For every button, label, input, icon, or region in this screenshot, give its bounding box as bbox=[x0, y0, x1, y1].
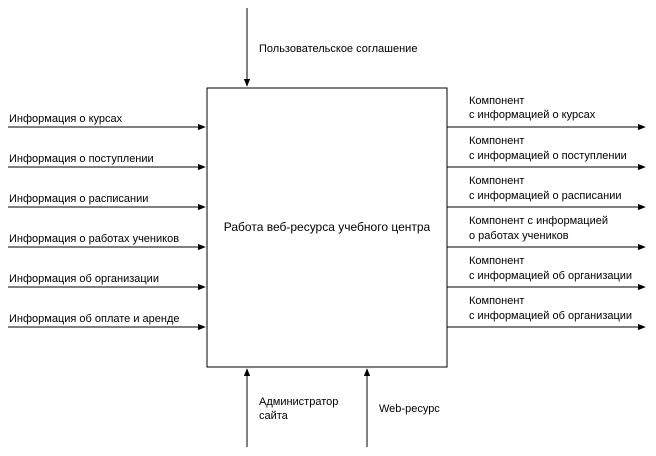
input-label-admission: Информация о поступлении bbox=[9, 153, 154, 165]
output-label-organization-2-line2: с информацией об организации bbox=[469, 310, 632, 322]
mechanism-label-admin-line1: Администратор bbox=[259, 396, 338, 408]
output-label-organization-line2: с информацией об организации bbox=[469, 270, 632, 282]
output-label-schedule-line1: Компонент bbox=[469, 175, 524, 187]
mechanism-label-admin-line2: сайта bbox=[259, 410, 289, 422]
function-box bbox=[206, 87, 448, 368]
output-label-schedule-line2: с информацией о расписании bbox=[469, 190, 622, 202]
mechanism-label-resource: Web-ресурс bbox=[379, 403, 440, 415]
output-arrows: Компонент с информацией о курсах Компоне… bbox=[447, 95, 646, 331]
output-label-student-works-line2: о работах учеников bbox=[469, 230, 569, 242]
input-label-schedule: Информация о расписании bbox=[9, 193, 148, 205]
mechanism-arrows: Администратор сайта Web-ресурс bbox=[243, 368, 440, 447]
input-arrows: Информация о курсах Информация о поступл… bbox=[8, 113, 206, 331]
output-label-organization-line1: Компонент bbox=[469, 255, 524, 267]
output-label-courses-line1: Компонент bbox=[469, 95, 524, 107]
output-label-student-works-line1: Компонент с информацией bbox=[469, 215, 608, 227]
output-label-courses-line2: с информацией о курсах bbox=[469, 109, 596, 121]
output-label-admission-line2: с информацией о поступлении bbox=[469, 150, 627, 162]
input-label-courses: Информация о курсах bbox=[9, 113, 123, 125]
control-label: Пользовательское соглашение bbox=[259, 43, 417, 55]
input-label-organization: Информация об организации bbox=[9, 273, 159, 285]
input-label-payment: Информация об оплате и аренде bbox=[9, 313, 180, 325]
output-label-organization-2-line1: Компонент bbox=[469, 295, 524, 307]
input-label-student-works: Информация о работах учеников bbox=[9, 233, 179, 245]
output-label-admission-line1: Компонент bbox=[469, 135, 524, 147]
function-box-label: Работа веб-ресурса учебного центра bbox=[224, 220, 431, 234]
